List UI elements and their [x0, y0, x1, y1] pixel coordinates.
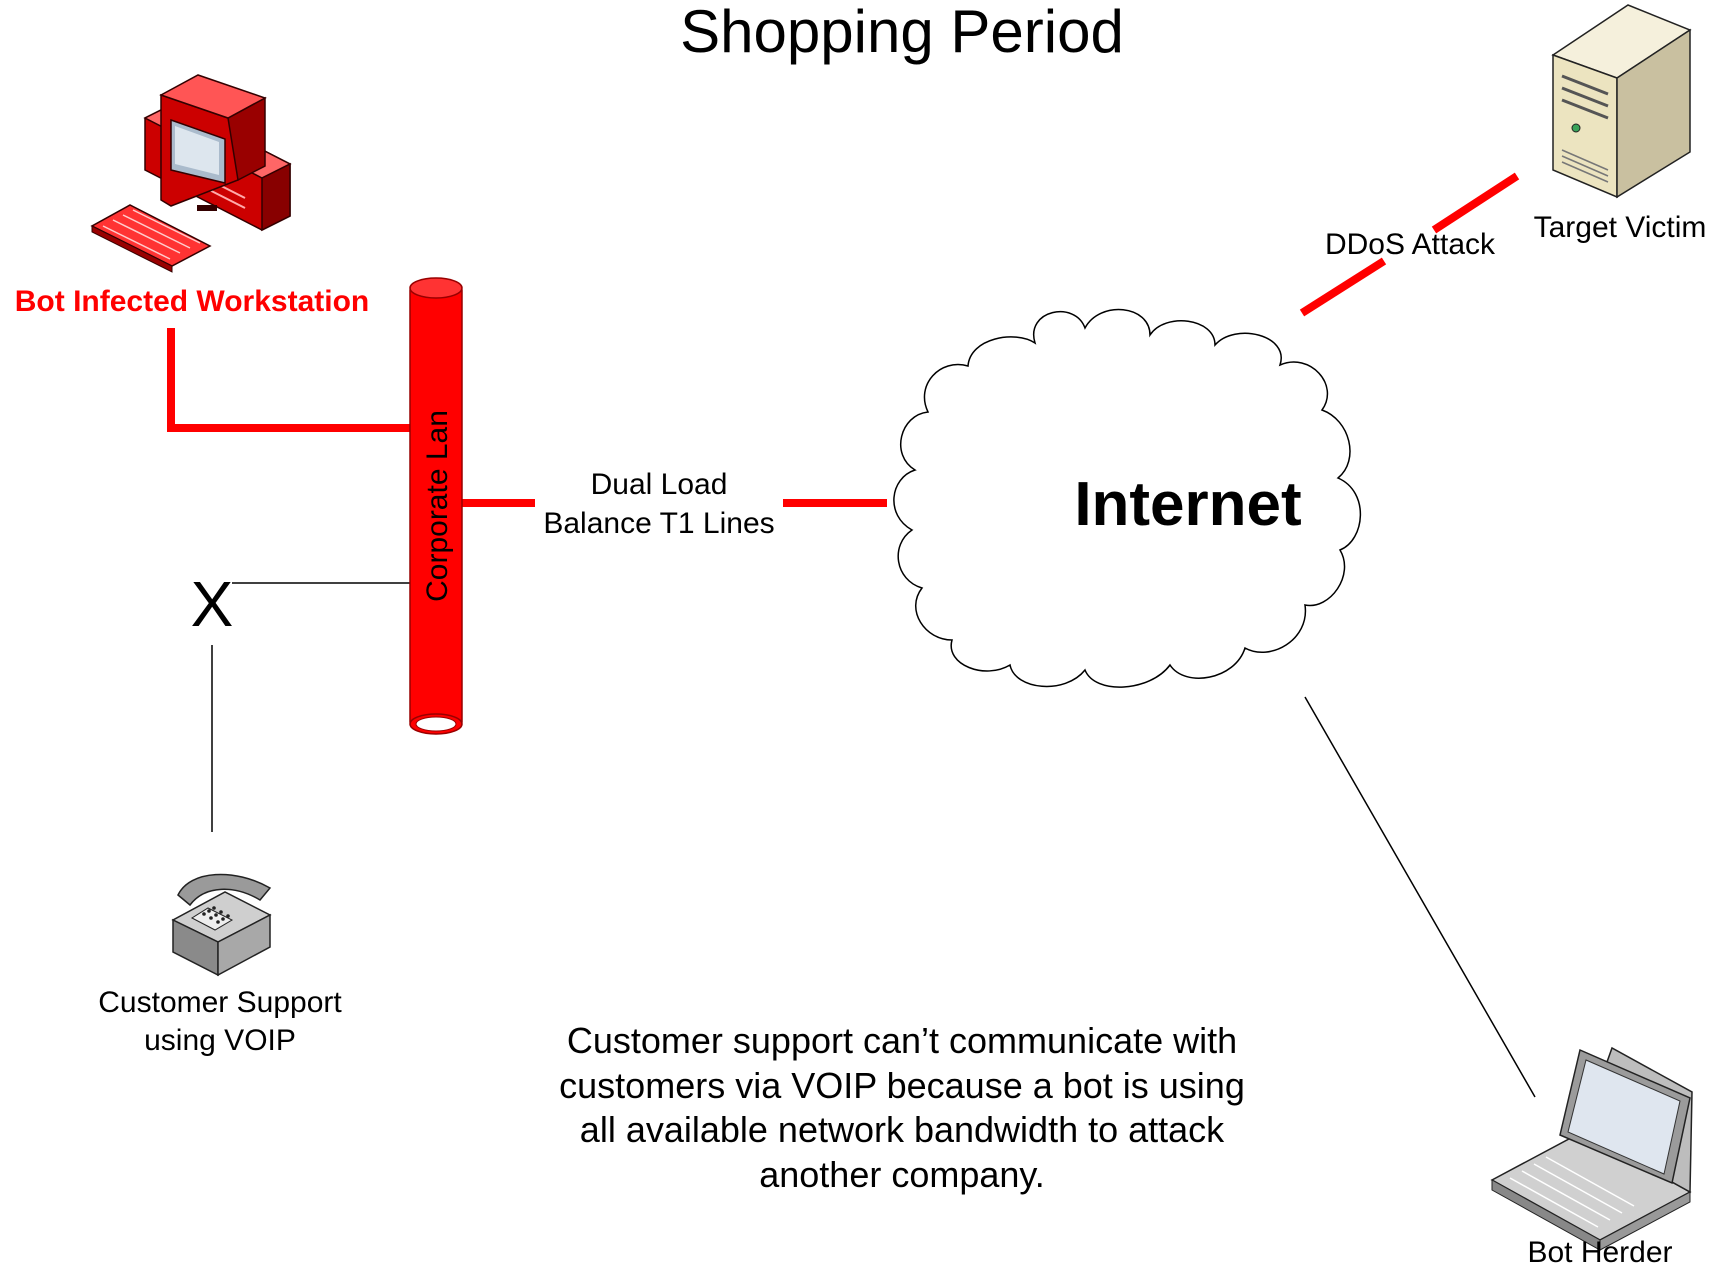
note-line-4: another company. [759, 1154, 1045, 1195]
corporate-lan-pipe: Corporate Lan [409, 277, 463, 735]
ddos-link-lower [1299, 257, 1387, 317]
server-icon [1551, 4, 1692, 199]
voip-label-line2: using VOIP [144, 1024, 296, 1057]
bot-herder-label: Bot Herder [1527, 1236, 1672, 1266]
voip-label-line1: Customer Support [98, 986, 342, 1019]
t1-label-line2: Balance T1 Lines [543, 507, 774, 540]
telephone-icon [171, 873, 272, 977]
ddos-link-upper [1431, 172, 1520, 234]
blocked-x-mark: X [191, 568, 234, 640]
workstation-label: Bot Infected Workstation [15, 285, 369, 318]
note-line-2: customers via VOIP because a bot is usin… [559, 1065, 1245, 1106]
diagram-title: Shopping Period [680, 0, 1124, 65]
attack-links [167, 172, 1520, 507]
internet-label: Internet [1074, 470, 1301, 539]
ddos-label: DDoS Attack [1325, 228, 1496, 261]
infected-workstation-icon [90, 74, 292, 273]
normal-links [211, 582, 1536, 1098]
workstation-to-lan-link [167, 328, 425, 432]
laptop-icon [1490, 1046, 1693, 1251]
internet-cloud: Internet [893, 308, 1362, 688]
corporate-lan-label: Corporate Lan [421, 410, 454, 602]
internet-to-herder-link [1304, 696, 1536, 1098]
explanatory-note: Customer support can’t communicate with … [559, 1020, 1245, 1195]
note-line-1: Customer support can’t communicate with [567, 1020, 1237, 1061]
target-label: Target Victim [1534, 211, 1707, 244]
note-line-3: all available network bandwidth to attac… [580, 1109, 1225, 1150]
t1-label-line1: Dual Load [591, 468, 728, 501]
